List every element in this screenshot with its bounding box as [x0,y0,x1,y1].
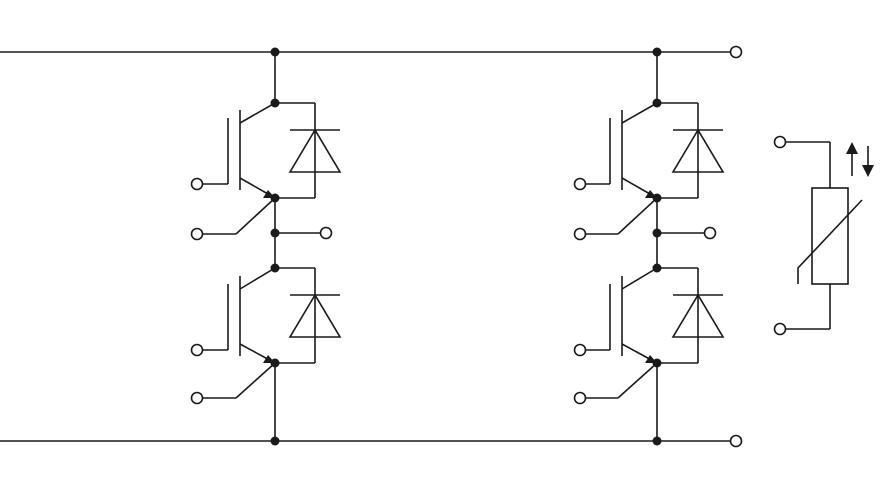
aux-emitter-terminal [190,391,204,405]
leg-1-output-terminal [319,226,333,240]
aux-emitter-terminal [573,391,587,405]
junction-dot [652,193,662,203]
leg-2-low-igbt [573,267,658,364]
leg-2-high-aux-emitter [573,197,658,241]
leg-1-high-diode [275,102,342,199]
top-rail-terminal [729,45,743,59]
junction-dot [652,47,662,57]
junction-dot [652,436,662,446]
leg-2-high-diode [657,102,725,199]
junction-dot [652,228,662,238]
diode-triangle [288,293,342,338]
collector-path [239,102,276,124]
half-bridge-leg-1 [190,47,342,446]
aux-emitter-terminal [190,227,204,241]
ntc-thermistor [773,135,874,336]
junction-dot [652,98,662,108]
junction-dot [270,358,280,368]
gate-terminal [190,177,204,191]
gate-terminal [573,177,587,191]
temp-down-arrow-icon [862,165,874,177]
junction-dot [652,358,662,368]
bottom-rail-terminal [729,434,743,448]
junction-dot [270,47,280,57]
leg-2-output [657,226,717,240]
leg-2-low-aux-emitter [573,362,658,405]
junction-dot [270,228,280,238]
gate-terminal [573,343,587,357]
thermistor-terminal-bottom [773,322,787,336]
thermistor-body [811,187,849,285]
thermistor-nonlinear-slash [797,199,863,284]
half-bridge-leg-2 [573,47,725,446]
leg-2-low-diode [657,267,725,364]
junction-dot [270,98,280,108]
junction-dot [270,263,280,273]
leg-2-output-terminal [703,226,717,240]
junction-dot [270,193,280,203]
diode-triangle [288,128,342,173]
junction-dot [652,263,662,273]
leg-1-low-igbt [190,267,276,364]
temp-up-arrow-icon [846,142,858,154]
gate-terminal [190,343,204,357]
leg-1-high-igbt [190,102,276,199]
leg-1-high-aux-emitter [190,197,276,241]
leg-1-low-diode [275,267,342,364]
leg-2-high-igbt [573,102,658,199]
leg-1-output [275,226,333,240]
dc-rails [0,45,743,448]
aux-emitter-terminal [573,227,587,241]
junction-dot [270,436,280,446]
leg-1-low-aux-emitter [190,362,276,405]
thermistor-terminal-top [773,135,787,149]
